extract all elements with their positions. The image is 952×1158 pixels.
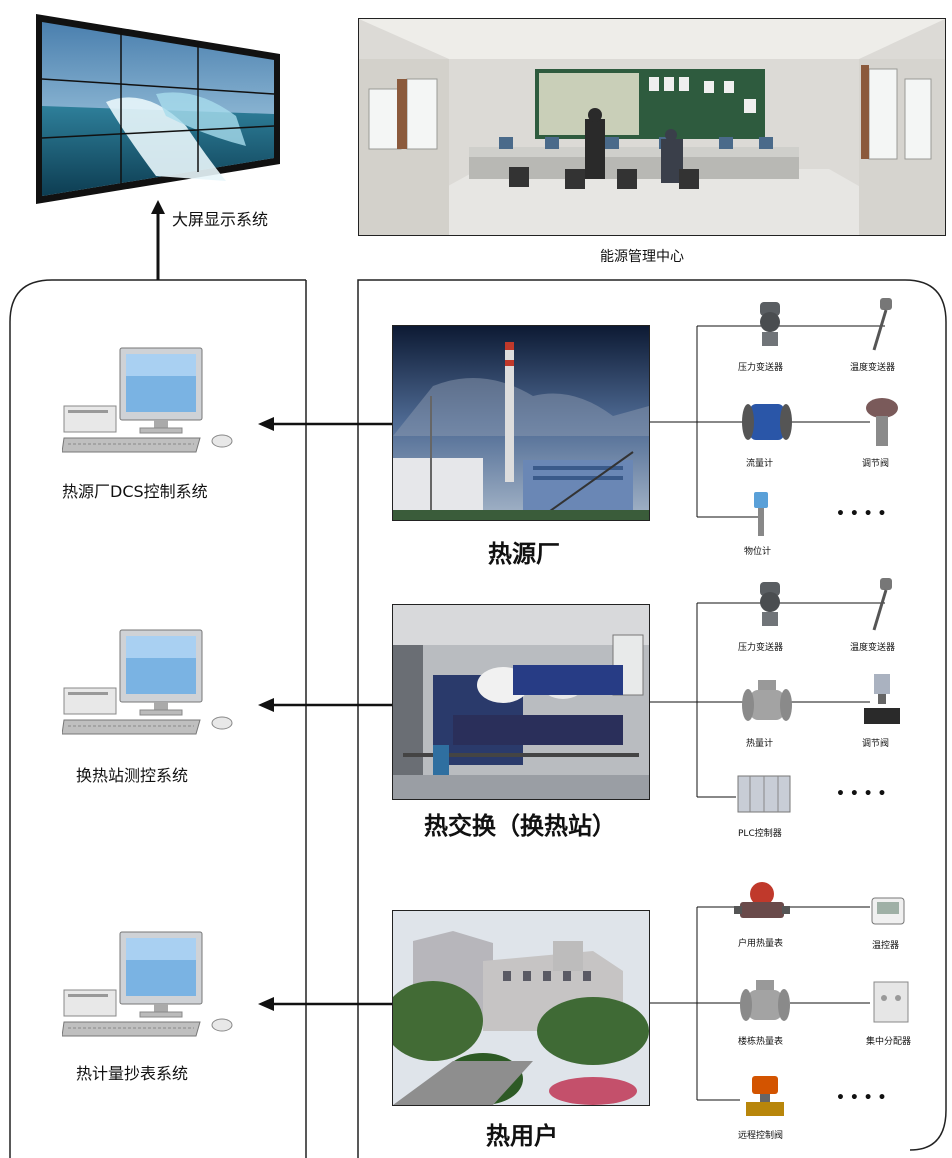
site-label-heat-plant: 热源厂 bbox=[488, 540, 560, 568]
instrument-label: 集中分配器 bbox=[866, 1037, 912, 1047]
instrument-label: 调节阀 bbox=[862, 739, 890, 749]
instrument-label: 物位计 bbox=[744, 547, 772, 557]
pressure-transmitter-icon bbox=[752, 298, 788, 348]
heat-users-photo bbox=[392, 910, 650, 1106]
energy-center-photo bbox=[358, 18, 946, 236]
control-valve-icon bbox=[862, 396, 902, 448]
instrument-label: 温度变送器 bbox=[850, 363, 896, 373]
site-label-heat-exchange: 热交换（换热站） bbox=[424, 812, 616, 840]
system-label-dcs: 热源厂DCS控制系统 bbox=[62, 482, 208, 501]
computer-icon bbox=[62, 346, 248, 462]
pressure-transmitter-icon bbox=[752, 578, 788, 628]
instrument-label: 热量计 bbox=[746, 739, 774, 749]
video-wall bbox=[36, 6, 280, 204]
system-label-metering: 热计量抄表系统 bbox=[76, 1064, 189, 1083]
temperature-transmitter-icon bbox=[866, 296, 898, 352]
control-valve-icon bbox=[862, 672, 902, 728]
instrument-label: 调节阀 bbox=[862, 459, 890, 469]
temperature-transmitter-icon bbox=[866, 576, 898, 632]
building-heat-meter-icon bbox=[738, 978, 792, 1026]
more-dots: • • • • bbox=[836, 506, 887, 522]
instrument-label: 流量计 bbox=[746, 459, 774, 469]
remote-control-valve-icon bbox=[740, 1074, 790, 1120]
instrument-label: 远程控制阀 bbox=[738, 1131, 784, 1141]
level-meter-icon bbox=[746, 490, 776, 536]
instrument-label: 压力变送器 bbox=[738, 363, 784, 373]
plc-controller-icon bbox=[736, 774, 792, 814]
thermostat-icon bbox=[870, 896, 906, 926]
big-screen-label: 大屏显示系统 bbox=[172, 210, 269, 229]
heat-meter-icon bbox=[740, 678, 794, 726]
instrument-label: PLC控制器 bbox=[738, 829, 782, 839]
instrument-label: 户用热量表 bbox=[738, 939, 784, 949]
more-dots: • • • • bbox=[836, 786, 887, 802]
computer-icon bbox=[62, 930, 248, 1046]
more-dots: • • • • bbox=[836, 1090, 887, 1106]
distributor-icon bbox=[872, 978, 910, 1026]
site-label-heat-users: 热用户 bbox=[486, 1122, 558, 1150]
instrument-label: 楼栋热量表 bbox=[738, 1037, 784, 1047]
instrument-label: 压力变送器 bbox=[738, 643, 784, 653]
computer-icon bbox=[62, 628, 248, 744]
instrument-label: 温度变送器 bbox=[850, 643, 896, 653]
heat-exchange-photo bbox=[392, 604, 650, 800]
heat-plant-photo bbox=[392, 325, 650, 521]
flow-meter-icon bbox=[740, 400, 794, 444]
energy-center-label: 能源管理中心 bbox=[600, 249, 684, 265]
instrument-label: 温控器 bbox=[872, 941, 900, 951]
system-label-station: 换热站测控系统 bbox=[76, 766, 189, 785]
household-heat-meter-icon bbox=[734, 880, 790, 928]
